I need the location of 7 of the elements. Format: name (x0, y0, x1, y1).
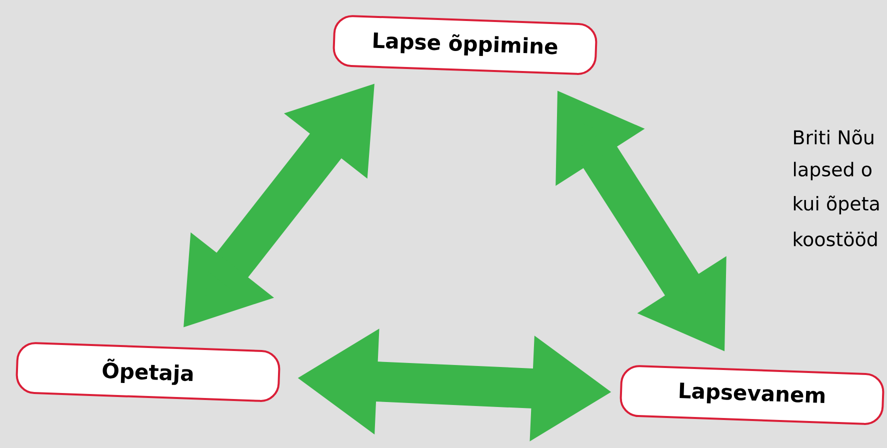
note-text: Briti Nõu (794, 130, 874, 145)
label-box: Lapsevanem (620, 365, 884, 425)
note-text: lapsed o (794, 162, 872, 180)
note-text: koostööd (794, 232, 877, 246)
note-text: kui õpeta (794, 196, 879, 214)
label-box: Õpetaja (16, 342, 280, 402)
label-box: Lapse õppimine (332, 15, 598, 75)
